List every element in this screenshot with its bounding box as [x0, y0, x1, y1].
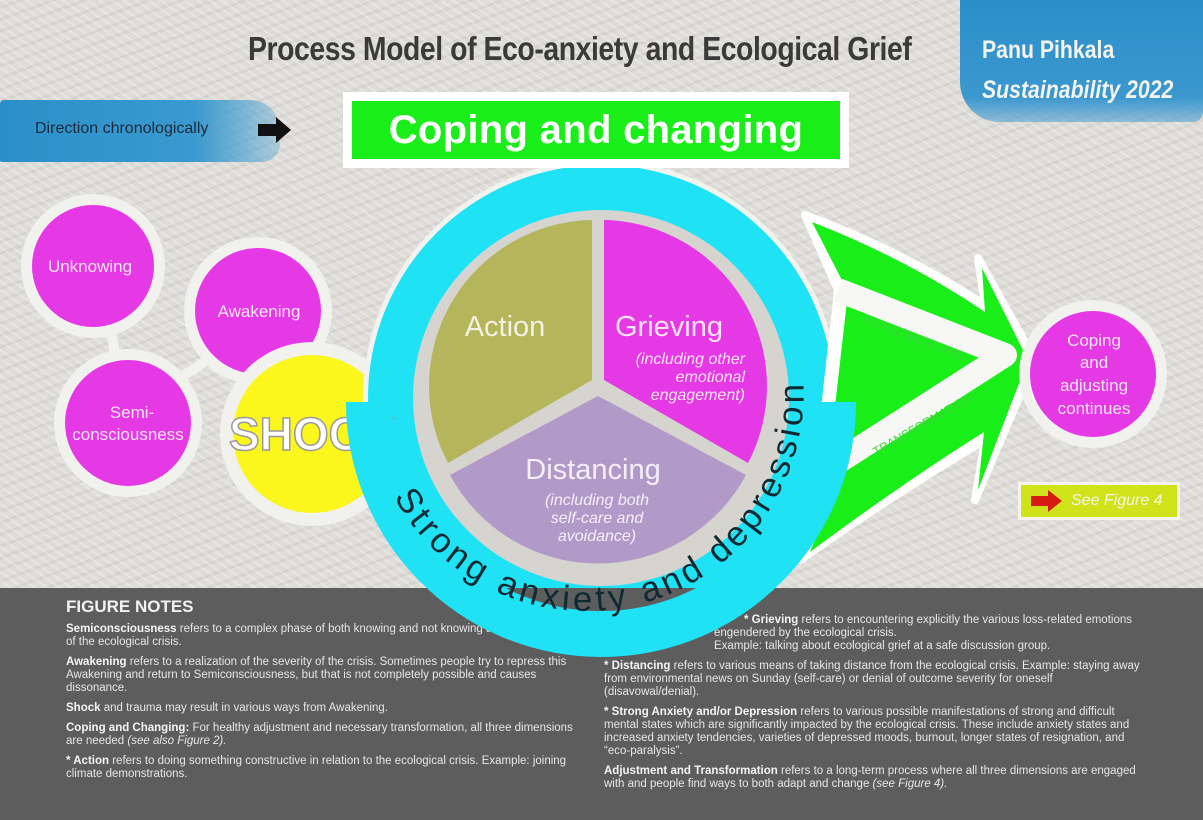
pie-sub-grieving: engagement): [651, 387, 745, 404]
note-distancing: * Distancing refers to various means of …: [604, 660, 1140, 698]
note-grieving: * Grieving refers to encountering explic…: [714, 614, 1132, 652]
pie-sub-distancing: self-care and: [551, 510, 645, 527]
note-strong-anxiety: * Strong Anxiety and/or Depression refer…: [604, 706, 1130, 757]
note-action: * Action refers to doing something const…: [66, 755, 567, 780]
journal-citation: Sustainability 2022: [982, 76, 1174, 104]
svg-text:and: and: [1080, 353, 1108, 372]
pie-sub-grieving: (including other: [636, 351, 746, 368]
note-semiconsciousness: Semiconsciousness refers to a complex ph…: [66, 623, 577, 648]
note-shock: Shock and trauma may result in various w…: [66, 702, 388, 714]
adjustment-transformation-arrow: ADJUSTMENT AND TRANSFORMATION: [796, 211, 1039, 564]
red-arrow-icon: [1031, 490, 1062, 512]
svg-text:consciousness: consciousness: [72, 425, 184, 444]
notes-heading: FIGURE NOTES: [66, 597, 194, 616]
stage-unknowing: Unknowing: [21, 194, 165, 338]
note-awakening: Awakening refers to a realization of the…: [66, 656, 567, 694]
pie-sub-distancing: avoidance): [558, 528, 636, 545]
svg-text:Coping: Coping: [1067, 331, 1121, 350]
pie-sub-grieving: emotional: [676, 369, 746, 386]
direction-brush-stroke: [0, 100, 280, 162]
stage-semiconsciousness: Semi- consciousness: [54, 349, 202, 497]
figure-notes-panel: FIGURE NOTES Semiconsciousness refers to…: [0, 588, 1203, 820]
see-figure-label: See Figure 4: [1071, 492, 1163, 509]
svg-text:Semi-: Semi-: [110, 403, 154, 422]
direction-label: Direction chronologically: [35, 120, 209, 137]
right-arrow-icon: [258, 117, 291, 143]
coping-banner-label: Coping and changing: [352, 101, 840, 159]
pie-label-grieving: Grieving: [615, 311, 723, 343]
notes-left-column: FIGURE NOTES Semiconsciousness refers to…: [66, 597, 586, 788]
svg-text:continues: continues: [1058, 399, 1131, 418]
pie-label-distancing: Distancing: [525, 454, 660, 486]
author-name: Panu Pihkala: [982, 36, 1115, 64]
page-title: Process Model of Eco-anxiety and Ecologi…: [248, 30, 912, 67]
pie-label-action: Action: [465, 311, 546, 343]
outcome-coping-continues: Coping and adjusting continues: [1019, 300, 1167, 448]
see-figure-4-link[interactable]: See Figure 4: [1018, 482, 1180, 520]
coping-and-changing-banner: Coping and changing: [343, 92, 849, 168]
notes-right-column: * Grieving refers to encountering explic…: [604, 614, 1144, 798]
pie-sub-distancing: (including both: [545, 492, 649, 509]
svg-text:Unknowing: Unknowing: [48, 257, 132, 276]
shock-label: SHOCK: [229, 408, 395, 460]
author-brush-stroke: [960, 0, 1203, 122]
note-coping-changing: Coping and Changing: For healthy adjustm…: [66, 722, 573, 747]
svg-text:Awakening: Awakening: [218, 302, 301, 321]
svg-text:adjusting: adjusting: [1060, 376, 1128, 395]
note-adjustment-transformation: Adjustment and Transformation refers to …: [604, 765, 1136, 790]
